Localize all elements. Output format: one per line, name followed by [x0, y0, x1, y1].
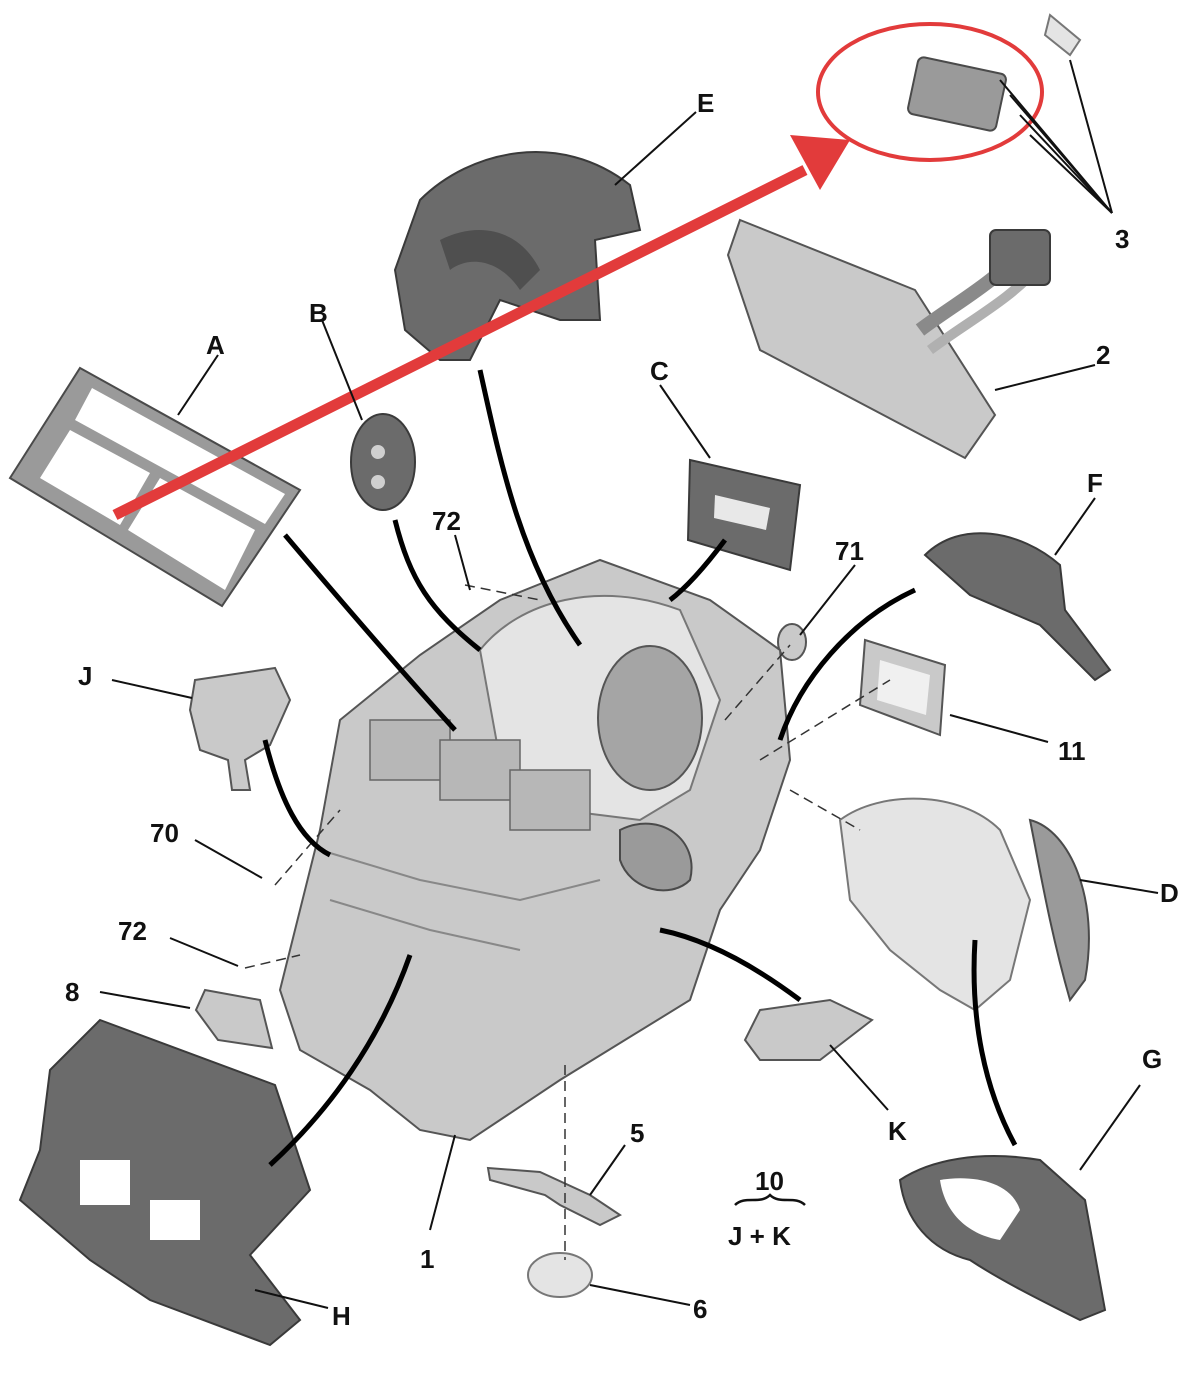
label-a: A — [206, 330, 225, 360]
assembly-connector-curves — [262, 369, 1018, 1167]
kit-number: 10 — [755, 1166, 784, 1196]
part-3-expansion-valve — [907, 13, 1082, 132]
highlight-arrow — [112, 135, 850, 520]
label-6: 6 — [693, 1294, 707, 1324]
blower-housing — [838, 797, 1032, 1012]
part-e-air-duct — [393, 151, 642, 361]
assembly-dashed-lines — [244, 584, 891, 1260]
part-2-evaporator — [726, 218, 1051, 460]
label-d: D — [1160, 878, 1179, 908]
part-f-duct-cover — [923, 532, 1112, 682]
part-1-hvac-housing — [278, 558, 792, 1142]
label-3: 3 — [1115, 224, 1129, 254]
label-70: 70 — [150, 818, 179, 848]
label-72-top: 72 — [432, 506, 461, 536]
part-a-cabin-filter — [8, 366, 302, 608]
part-c-gasket — [686, 458, 802, 572]
label-72-left: 72 — [118, 916, 147, 946]
label-b: B — [309, 298, 328, 328]
label-71: 71 — [835, 536, 864, 566]
label-j: J — [78, 661, 92, 691]
part-11-sensor — [858, 638, 947, 737]
kit-brace — [734, 1193, 806, 1206]
label-5: 5 — [630, 1118, 644, 1148]
label-k: K — [888, 1116, 907, 1146]
part-5-bracket — [486, 1166, 622, 1227]
kit-formula: J + K — [728, 1221, 791, 1251]
part-k-actuator — [743, 998, 874, 1061]
label-f: F — [1087, 468, 1103, 498]
label-leader-lines — [99, 59, 1159, 1309]
part-6-washer — [527, 1252, 593, 1298]
part-d-gasket-ring — [1028, 818, 1090, 1003]
label-g: G — [1142, 1044, 1162, 1074]
callout-labels: A B E C 2 3 F 71 72 11 J 70 72 8 D G K 5… — [65, 88, 1179, 1331]
label-11: 11 — [1058, 736, 1086, 766]
highlight-circle — [816, 22, 1044, 162]
part-8-resistor — [194, 988, 274, 1050]
part-j-actuator — [188, 666, 292, 791]
part-g-duct — [898, 1155, 1107, 1322]
label-h: H — [332, 1301, 351, 1331]
part-b-round-plug — [350, 413, 416, 511]
label-e: E — [697, 88, 714, 118]
part-h-lower-cover — [18, 1018, 312, 1347]
label-8: 8 — [65, 977, 79, 1007]
label-c: C — [650, 356, 669, 386]
part-71-grommet — [777, 623, 807, 661]
label-1: 1 — [420, 1244, 434, 1274]
kit-note: 10 J + K — [728, 1166, 806, 1251]
label-2: 2 — [1096, 340, 1110, 370]
